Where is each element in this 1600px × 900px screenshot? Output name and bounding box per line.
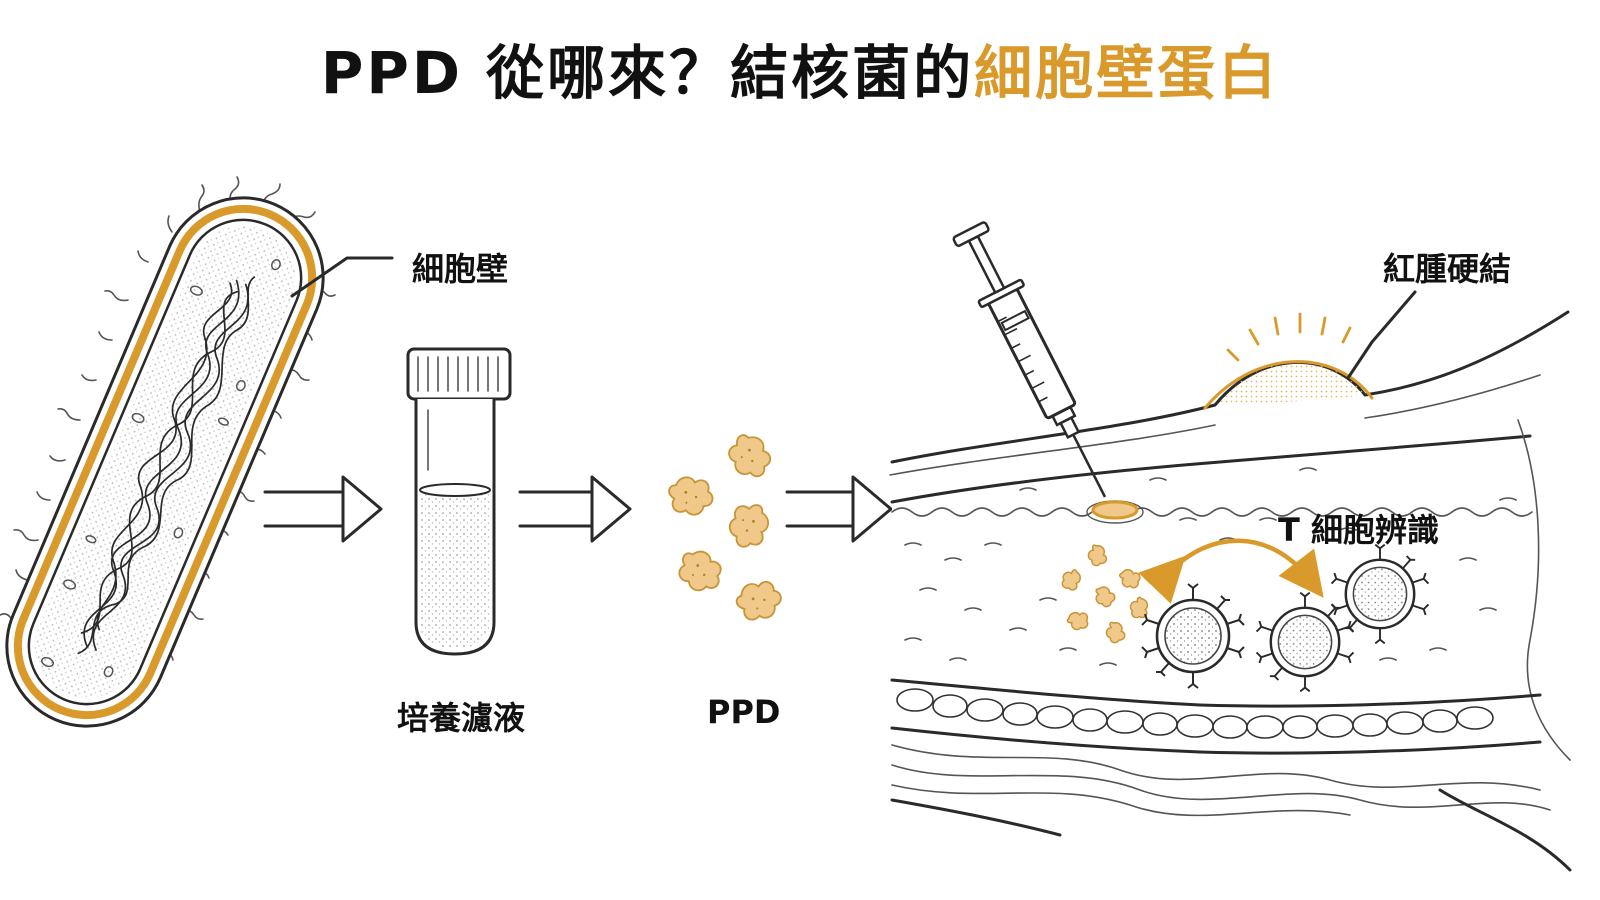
ppd-protein	[730, 571, 788, 630]
title-prefix: PPD 從哪來？結核菌的	[320, 39, 975, 107]
ppd-protein-cluster	[664, 428, 788, 630]
ppd-protein	[721, 428, 778, 484]
induration-bump	[1203, 312, 1374, 410]
process-arrow-2	[518, 475, 632, 543]
bacterium	[0, 176, 336, 728]
dermis-texture	[889, 374, 1541, 666]
induration-leader-line	[1346, 290, 1417, 380]
injection-bleb	[1086, 500, 1144, 524]
syringe	[952, 221, 1107, 498]
ppd-protein	[664, 469, 718, 522]
bacterium-dna	[77, 276, 256, 655]
bacterium-cytoplasm	[34, 225, 296, 699]
culture-test-tube	[406, 347, 512, 656]
bacterium-granules	[41, 259, 281, 678]
cell-wall-layer	[13, 204, 317, 720]
label-ppd: PPD	[707, 693, 781, 731]
label-t-cell-recognition: T 細胞辨識	[1278, 511, 1439, 549]
culture-filtrate-liquid	[420, 490, 490, 648]
recognition-double-arrow	[1138, 538, 1324, 604]
test-tube-cap	[406, 347, 512, 401]
muscle-fibers	[891, 744, 1551, 817]
cell-wall-leader-line	[290, 256, 394, 298]
process-arrow-1	[263, 475, 383, 543]
label-culture-filtrate: 培養濾液	[397, 699, 526, 737]
title-highlight: 細胞壁蛋白	[974, 39, 1280, 107]
label-cell-wall: 細胞壁	[412, 250, 509, 288]
ppd-protein	[725, 501, 773, 550]
label-induration: 紅腫硬結	[1383, 250, 1512, 288]
fat-cells	[896, 688, 1494, 739]
process-arrow-3	[785, 475, 893, 543]
page-title: PPD 從哪來？結核菌的細胞壁蛋白	[0, 38, 1600, 108]
ppd-protein	[675, 547, 725, 595]
